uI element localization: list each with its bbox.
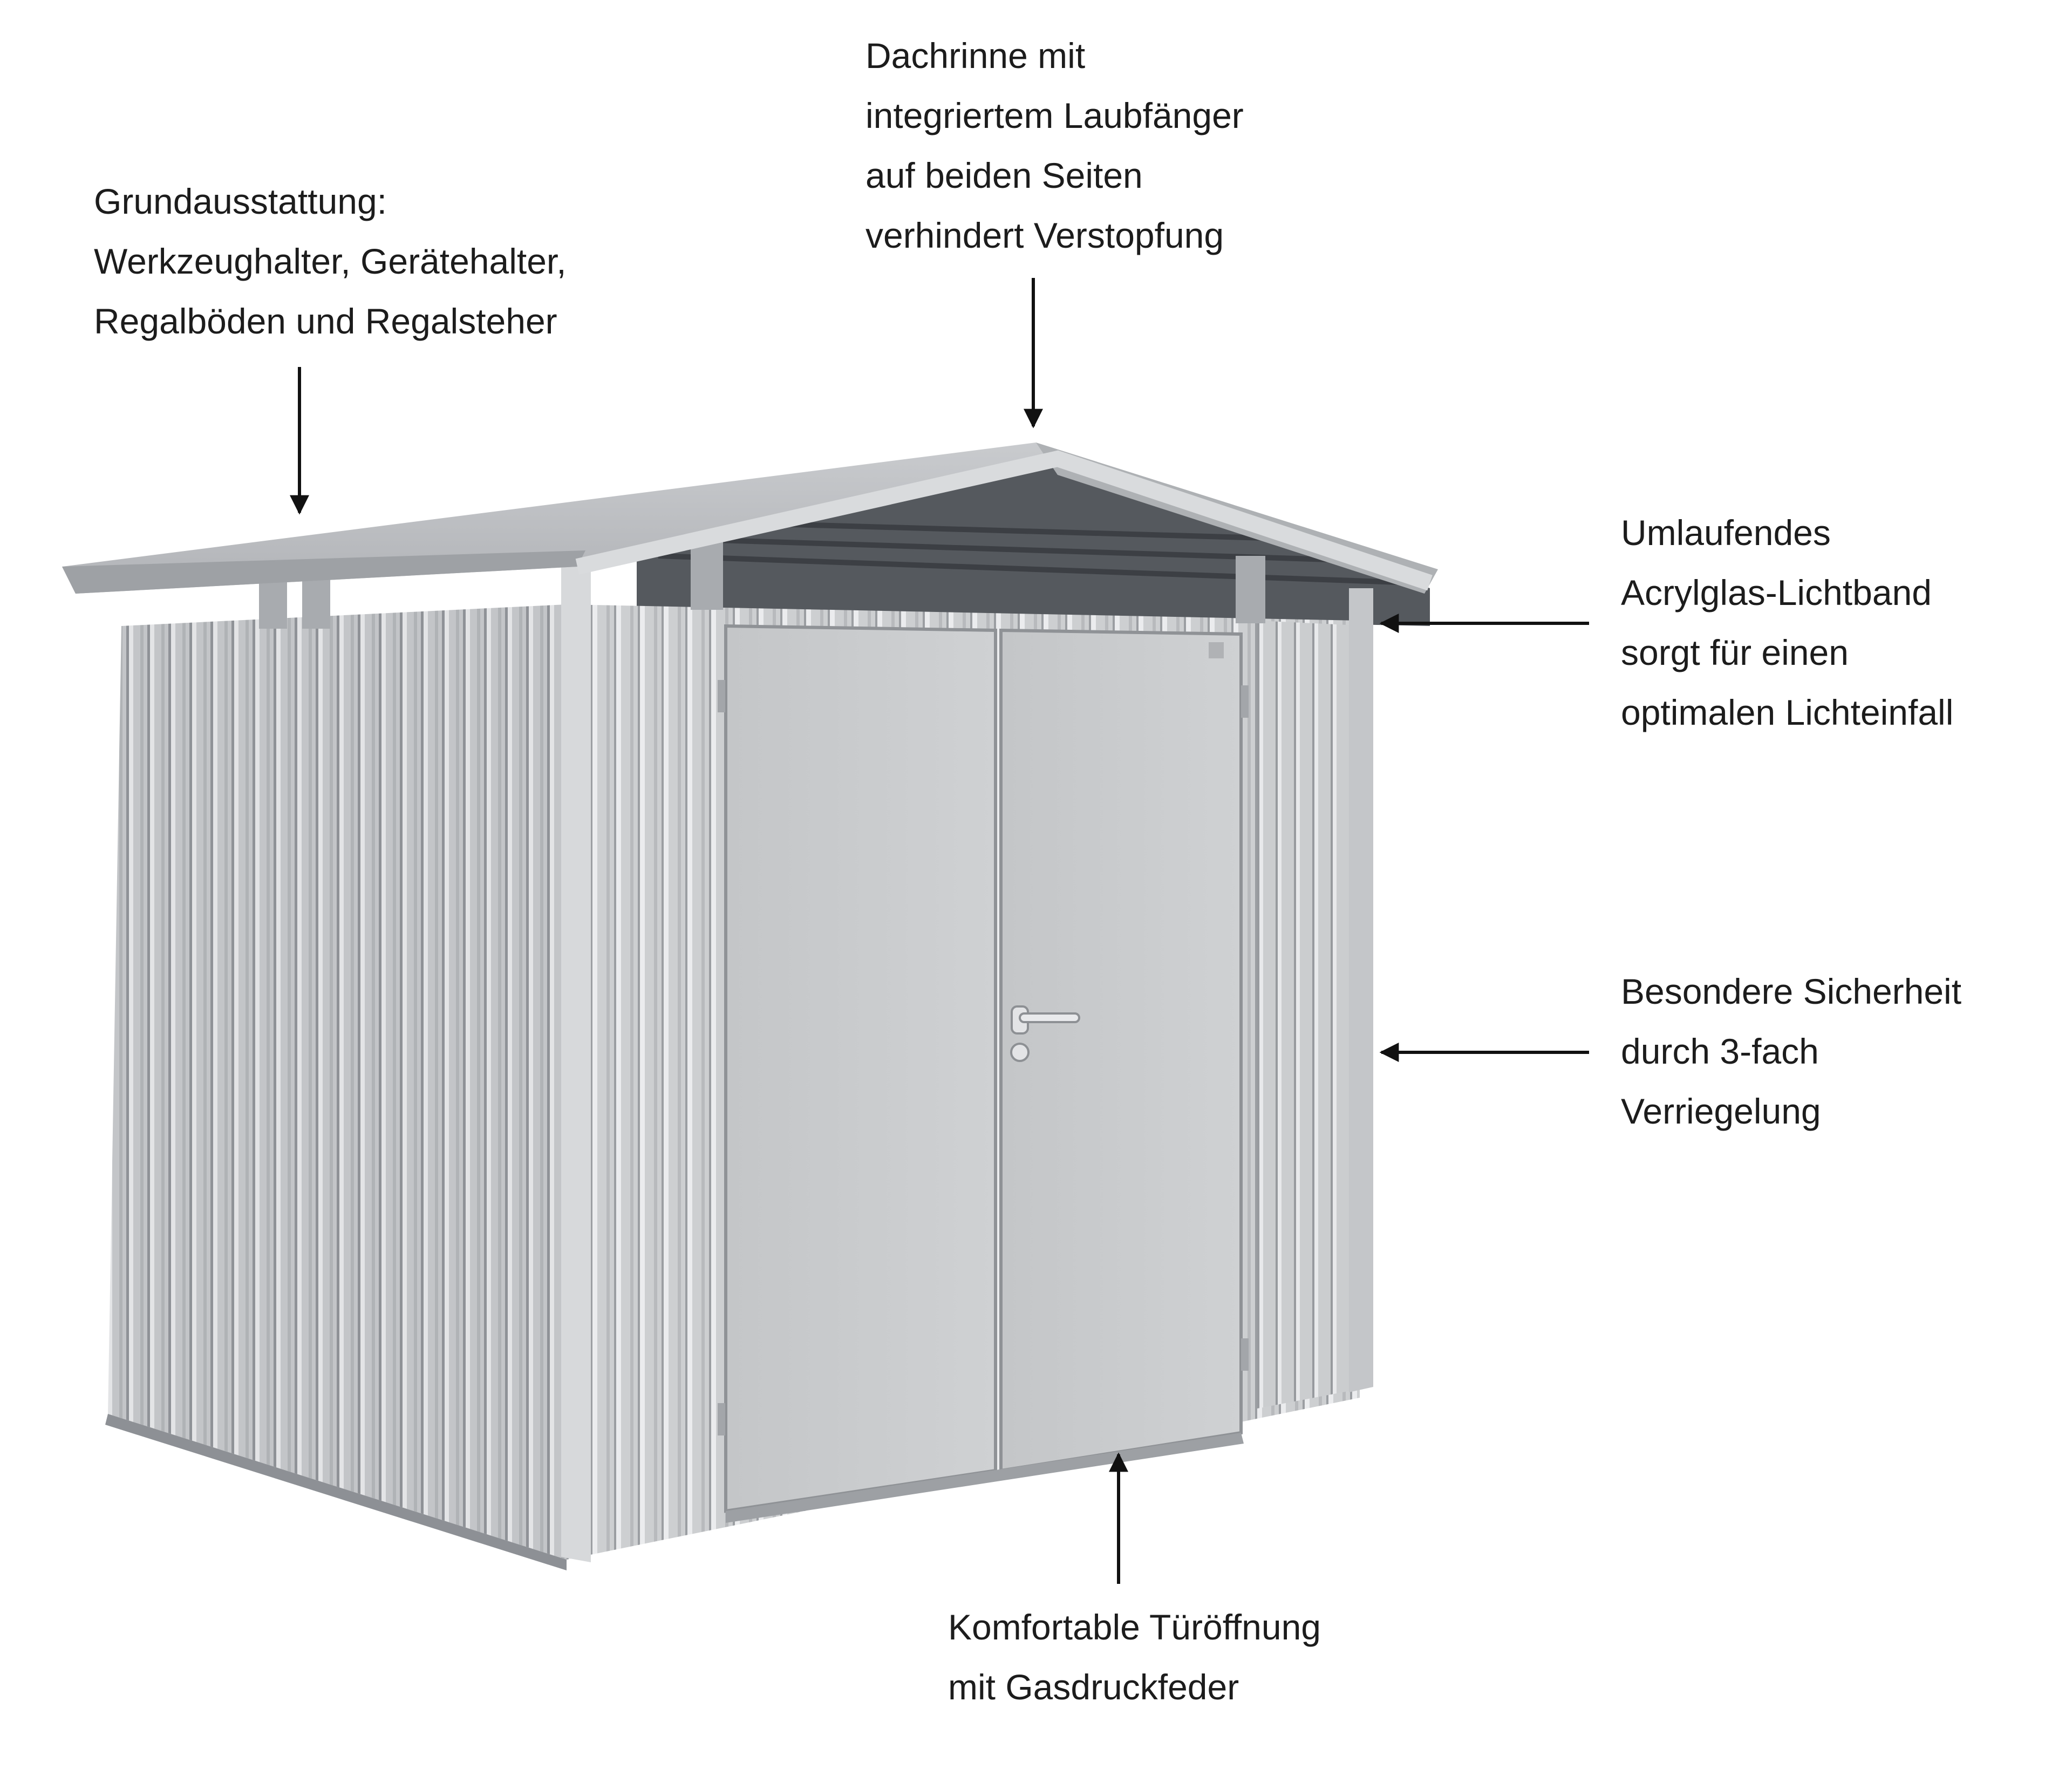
callout-equipment-line-2: Werkzeughalter, Gerätehalter, xyxy=(94,241,567,281)
callout-gutter: Dachrinne mit integriertem Laubfänger au… xyxy=(865,26,1244,266)
callout-security-line-3: Verriegelung xyxy=(1621,1091,1821,1131)
callout-gutter-line-3: auf beiden Seiten xyxy=(865,155,1143,195)
callout-equipment-line-1: Grundausstattung: xyxy=(94,181,387,221)
door-lock-cylinder xyxy=(1010,1043,1030,1062)
door-logo-badge xyxy=(1209,642,1224,658)
callout-equipment-line-3: Regalböden und Regalsteher xyxy=(94,301,557,341)
corner-post-right xyxy=(1349,588,1373,1392)
callout-skylight: Umlaufendes Acrylglas-Lichtband sorgt fü… xyxy=(1621,503,1953,743)
callout-gutter-line-4: verhindert Verstopfung xyxy=(865,215,1224,255)
callout-security-line-2: durch 3-fach xyxy=(1621,1031,1819,1071)
callout-equipment: Grundausstattung: Werkzeughalter, Geräte… xyxy=(94,172,567,351)
callout-skylight-line-3: sorgt für einen xyxy=(1621,632,1849,672)
right-wall-strip xyxy=(1257,621,1371,1408)
callout-door-line-2: mit Gasdruckfeder xyxy=(948,1667,1239,1707)
callout-gutter-line-1: Dachrinne mit xyxy=(865,36,1086,76)
skylight-posts xyxy=(259,534,1265,629)
door-right-leaf xyxy=(999,628,1243,1473)
callout-skylight-line-4: optimalen Lichteinfall xyxy=(1621,692,1954,732)
door-handle xyxy=(1010,1005,1080,1062)
roof-left-slope xyxy=(62,443,1058,594)
callout-security-line-1: Besondere Sicherheit xyxy=(1621,971,1962,1011)
roof-purlins xyxy=(658,521,1414,586)
callout-security: Besondere Sicherheit durch 3-fach Verrie… xyxy=(1621,962,1961,1141)
door-hinges xyxy=(718,680,1249,1435)
callout-door-line-1: Komfortable Türöffnung xyxy=(948,1607,1321,1647)
roof-underside xyxy=(637,448,1430,626)
corner-post-left xyxy=(561,567,591,1562)
callout-door: Komfortable Türöffnung mit Gasdruckfeder xyxy=(948,1597,1321,1717)
callout-skylight-line-2: Acrylglas-Lichtband xyxy=(1621,573,1932,613)
door-left-leaf xyxy=(724,624,997,1513)
left-wall-panel xyxy=(108,604,567,1560)
roof-fascia-left xyxy=(62,550,585,594)
callout-skylight-line-1: Umlaufendes xyxy=(1621,513,1831,553)
roof-gable-trim xyxy=(575,450,1433,591)
callout-gutter-line-2: integriertem Laubfänger xyxy=(865,96,1244,135)
